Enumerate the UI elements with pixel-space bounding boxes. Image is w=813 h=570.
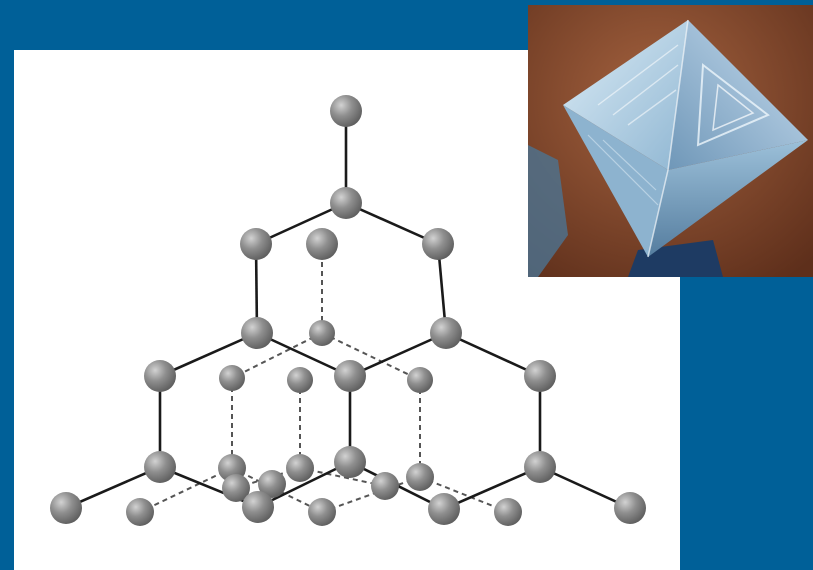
- carbon-atom: [222, 474, 250, 502]
- carbon-atom: [330, 95, 362, 127]
- front-bond: [255, 201, 347, 246]
- carbon-atom: [258, 470, 286, 498]
- front-bond: [539, 465, 631, 510]
- carbon-atom: [330, 187, 362, 219]
- front-bond: [257, 460, 351, 509]
- back-bond: [419, 476, 509, 513]
- front-bond: [65, 465, 161, 510]
- carbon-atom: [428, 493, 460, 525]
- carbon-atom: [524, 360, 556, 392]
- carbon-atom: [242, 491, 274, 523]
- carbon-atom: [144, 360, 176, 392]
- carbon-atom: [614, 492, 646, 524]
- front-bond: [445, 331, 541, 378]
- carbon-atom: [309, 320, 335, 346]
- carbon-atom: [407, 367, 433, 393]
- carbon-atom: [406, 463, 434, 491]
- back-bond: [139, 467, 233, 513]
- front-bond: [159, 331, 258, 378]
- carbon-atom: [241, 317, 273, 349]
- back-bond: [299, 467, 386, 487]
- back-bond: [321, 332, 421, 381]
- carbon-atom: [306, 228, 338, 260]
- carbon-atom: [144, 451, 176, 483]
- back-bond: [231, 467, 323, 513]
- carbon-atom: [286, 454, 314, 482]
- carbon-atom: [524, 451, 556, 483]
- carbon-atom: [334, 360, 366, 392]
- back-bonds: [139, 244, 509, 513]
- carbon-atom: [308, 498, 336, 526]
- carbon-atom: [494, 498, 522, 526]
- front-bond: [443, 465, 541, 511]
- carbon-atom: [287, 367, 313, 393]
- carbon-atom: [430, 317, 462, 349]
- carbon-atom: [334, 446, 366, 478]
- carbon-atom: [240, 228, 272, 260]
- front-bond: [256, 331, 351, 378]
- atoms: [50, 95, 646, 526]
- diamond-crystal-photo: [528, 5, 813, 277]
- carbon-atom: [50, 492, 82, 524]
- carbon-atom: [422, 228, 454, 260]
- front-bond: [345, 201, 439, 246]
- front-bond: [349, 331, 447, 378]
- back-bond: [231, 332, 323, 379]
- carbon-atom: [371, 472, 399, 500]
- carbon-atom: [126, 498, 154, 526]
- carbon-atom: [219, 365, 245, 391]
